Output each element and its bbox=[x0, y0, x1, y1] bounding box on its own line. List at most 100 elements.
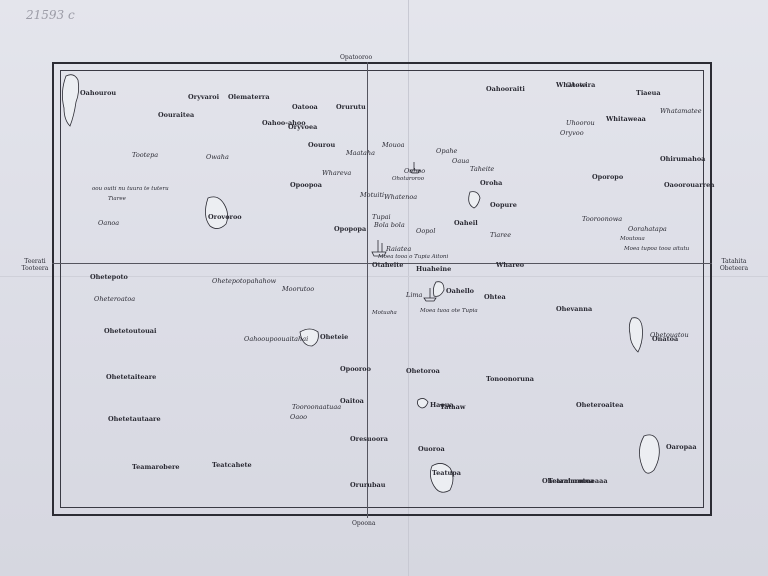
island-label-orurubau: Orurubau bbox=[350, 481, 386, 489]
island-label-tonoonoruna: Tonoonoruna bbox=[486, 375, 534, 383]
island-outline-teatupa bbox=[430, 463, 454, 493]
island-label-oporopo: Oporopo bbox=[592, 173, 624, 181]
island-label-whareo: Whareo bbox=[496, 261, 525, 269]
island-label-oahooupoouaitahai: Oahooupoouaitahai bbox=[244, 335, 309, 343]
island-label-moorutoo: Moorutoo bbox=[282, 285, 315, 293]
island-label-oresuoora: Oresuoora bbox=[350, 435, 388, 443]
island-label-oheteie: Oheteie bbox=[320, 333, 349, 341]
map-frame-inner bbox=[60, 70, 704, 508]
island-label-mouoa: Mouoa bbox=[382, 141, 405, 149]
note-text: Ohotaroroo bbox=[392, 176, 425, 182]
compass-east: Tatahita Obeteera bbox=[719, 258, 749, 272]
island-label-tiaeua: Tiaeua bbox=[636, 89, 661, 97]
island-label-oahoo: Oahoo bbox=[404, 167, 426, 175]
island-outline-oahello bbox=[432, 281, 445, 297]
island-label-opahe: Opahe bbox=[436, 147, 458, 155]
island-outline-ohotaroroo bbox=[417, 398, 429, 409]
island-label-oryvoea: Oryvoea bbox=[288, 123, 318, 131]
ship-icon-bolabola bbox=[409, 162, 421, 174]
meridian-line bbox=[367, 62, 368, 518]
island-label-oopure: Oopure bbox=[490, 201, 517, 209]
ship-icons bbox=[371, 162, 437, 302]
island-label-orurutu: Orurutu bbox=[336, 103, 366, 111]
island-label-oouraitea: Oouraitea bbox=[158, 111, 195, 119]
island-label-oahoo-ahoo: Oahoo-ahoo bbox=[262, 119, 306, 127]
island-label-tataaw: Tataaw bbox=[440, 403, 466, 411]
note-text: oou ouiti nu tuura te tuteru bbox=[92, 186, 169, 192]
island-label-oaropaa: Oaropaa bbox=[666, 443, 697, 451]
note-text: Moea tuoa ote Tupia bbox=[420, 308, 478, 314]
note-text: Motuaha bbox=[372, 310, 397, 316]
island-label-teamarobere: Teamarobere bbox=[132, 463, 180, 471]
island-label-oryvaroi: Oryvaroi bbox=[188, 93, 220, 101]
fold-line-vertical bbox=[408, 0, 409, 576]
map-frame-outer bbox=[52, 62, 712, 516]
island-label-oahooraiti: Oahooraiti bbox=[486, 85, 525, 93]
island-label-ohetetautaare: Ohetetautaare bbox=[108, 415, 161, 423]
island-label-oahello: Oahello bbox=[446, 287, 475, 295]
island-label-tootepa: Tootepa bbox=[132, 151, 159, 159]
island-label-motuiti: Motuiti bbox=[360, 191, 385, 199]
island-outline-oaheil bbox=[468, 191, 481, 209]
island-label-oaitoa: Oaitoa bbox=[340, 397, 364, 405]
island-label-huaheine: Huaheine bbox=[416, 265, 452, 273]
island-outline-oahourou bbox=[62, 74, 80, 127]
island-label-ohetepoto: Ohetepoto bbox=[90, 273, 128, 281]
island-label-whatamatee: Whatamatee bbox=[660, 107, 702, 115]
island-label-ohirumahoa: Ohirumahoa bbox=[660, 155, 706, 163]
ship-icon-tahiti bbox=[371, 240, 387, 257]
fold-line-horizontal bbox=[0, 276, 768, 277]
island-label-oahourou: Oahourou bbox=[80, 89, 117, 97]
island-label-opooroo: Opooroo bbox=[340, 365, 371, 373]
island-label-oanoa: Oanoa bbox=[98, 219, 120, 227]
island-label-tiaree: Tiaree bbox=[490, 231, 512, 239]
island-label-oryvoo: Oryvoo bbox=[560, 129, 584, 137]
compass-south: Opoona bbox=[352, 520, 376, 527]
island-label-whatowira: Whatowira bbox=[556, 81, 596, 89]
island-label-oaheil: Oaheil bbox=[454, 219, 478, 227]
ship-icon-ulietea bbox=[423, 288, 437, 302]
island-label-orovoroo: Orovoroo bbox=[208, 213, 242, 221]
island-label-haoua: Haoua bbox=[430, 401, 454, 409]
island-label-maataha: Maataha bbox=[346, 149, 375, 157]
island-outline-orovoroo bbox=[205, 196, 228, 229]
island-label-oaoorouarrea: Oaoorouarrea bbox=[664, 181, 715, 189]
island-label-taheite: Taheite bbox=[470, 165, 495, 173]
island-label-tearahammeaaa: Tearahammeaaa bbox=[548, 477, 608, 485]
note-text: Moea tupoa tooa aitutu bbox=[624, 246, 690, 252]
island-label-obetouatou: Obetouatou bbox=[650, 331, 689, 339]
island-label-tupai: Tupai bbox=[372, 213, 391, 221]
island-label-ohevanna: Ohevanna bbox=[556, 305, 593, 313]
island-label-teatupa: Teatupa bbox=[432, 469, 461, 477]
island-label-whitaweaa: Whitaweaa bbox=[606, 115, 646, 123]
island-label-bola-bola: Bola bola bbox=[374, 221, 405, 229]
island-label-ohetamarotoa: Ohetamarotoa bbox=[542, 477, 595, 485]
island-outline-oaropaa bbox=[639, 434, 660, 474]
parallel-line bbox=[52, 263, 712, 264]
island-label-oatooa: Oatooa bbox=[292, 103, 318, 111]
island-label-teatcahete: Teatcahete bbox=[212, 461, 252, 469]
island-label-oheteroatoa: Oheteroatoa bbox=[94, 295, 136, 303]
note-text: Moutoua bbox=[620, 236, 645, 242]
island-label-oheteroaitea: Oheteroaitea bbox=[576, 401, 624, 409]
island-label-owaha: Owaha bbox=[206, 153, 229, 161]
note-text: Tiaree bbox=[108, 196, 126, 202]
island-label-oaua: Oaua bbox=[452, 157, 470, 165]
island-label-ohetetoutouai: Ohetetoutouai bbox=[104, 327, 157, 335]
island-label-whatenoa: Whatenoa bbox=[384, 193, 418, 201]
island-label-opoopoa: Opoopoa bbox=[290, 181, 322, 189]
island-label-oourou: Oourou bbox=[308, 141, 336, 149]
island-label-raiatea: Raiatea bbox=[386, 245, 412, 253]
island-label-olematerra: Olematerra bbox=[228, 93, 270, 101]
island-label-lima: Lima bbox=[406, 291, 423, 299]
island-label-uhoorou: Uhoorou bbox=[566, 119, 595, 127]
compass-north: Opatooroo bbox=[340, 54, 373, 61]
island-label-opopopa: Opopopa bbox=[334, 225, 367, 233]
island-outline-oheteie bbox=[299, 328, 319, 347]
island-label-ohetepotopahahow: Ohetepotopahahow bbox=[212, 277, 277, 285]
island-label-tooroonaatuaa: Tooroonaatuaa bbox=[292, 403, 342, 411]
island-label-ohtea: Ohtea bbox=[484, 293, 506, 301]
catalog-mark: 21593 c bbox=[26, 8, 75, 22]
